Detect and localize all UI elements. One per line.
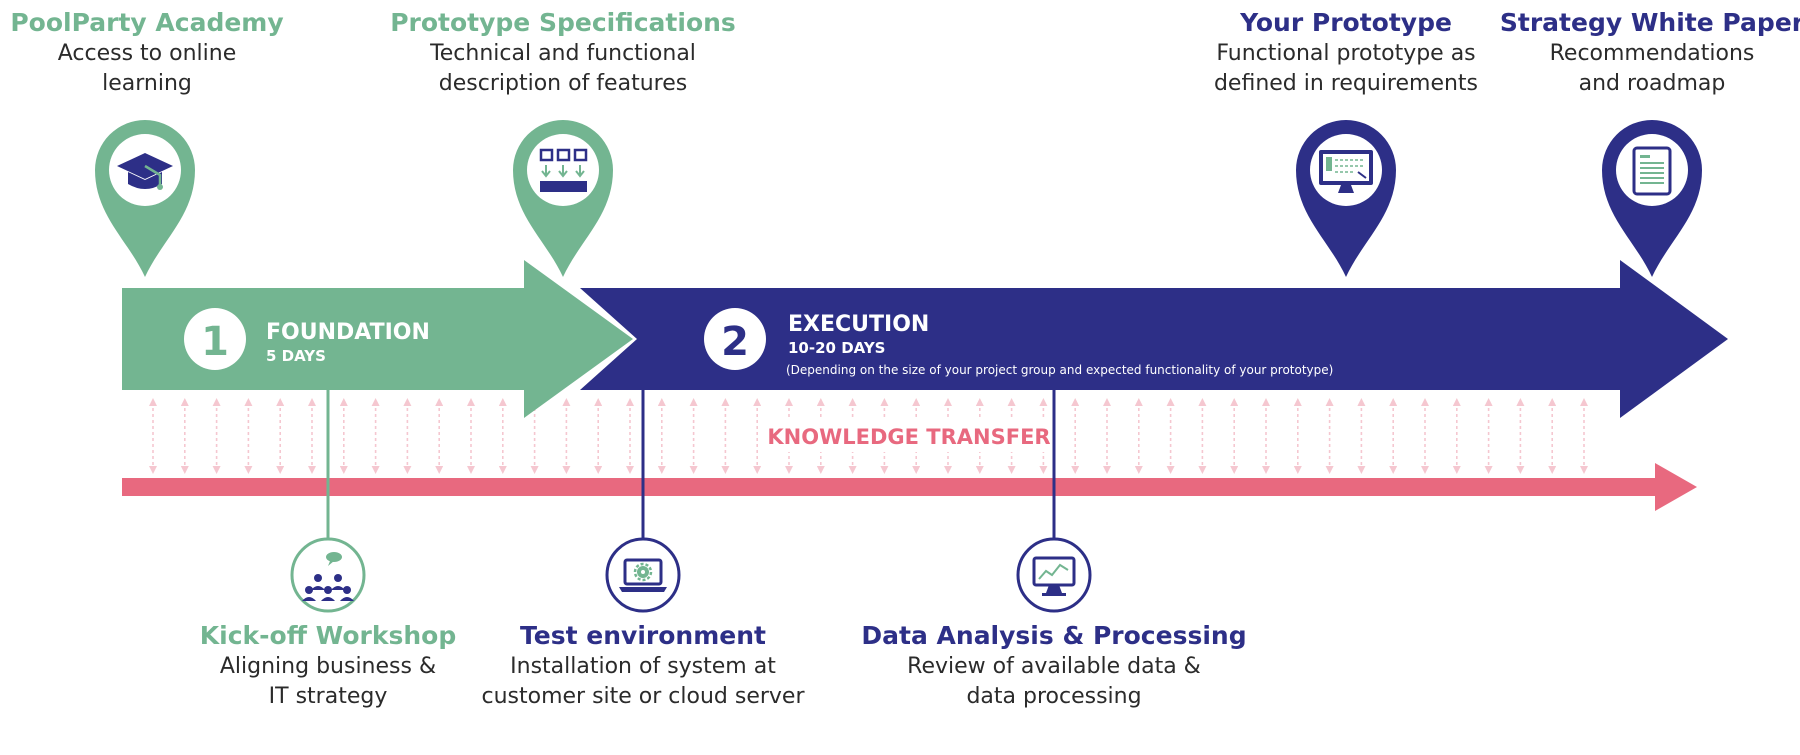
milestone-desc-line: defined in requirements [1213,71,1479,96]
phase-2-duration: 10-20 DAYS [788,339,886,357]
milestone-title: Data Analysis & Processing [861,621,1247,650]
pin-your-prototype [1296,120,1396,277]
milestone-desc-line: Technical and functional [430,41,696,66]
knowledge-transfer-timeline [122,463,1697,511]
phase-1-badge [184,308,246,370]
milestone-title: Your Prototype [1240,8,1452,37]
milestone-desc-line: customer site or cloud server [481,684,805,709]
workshop-group-icon [302,552,354,601]
milestone-data-analysis: Data Analysis & Processing Review of ava… [861,620,1246,712]
milestone-desc-line: Functional prototype as [1216,41,1476,66]
monitor-prototype-icon [1319,150,1373,193]
milestone-desc-line: description of features [438,71,688,96]
feature-blocks-icon [539,148,588,192]
milestone-desc-line: Review of available data & [907,654,1201,679]
document-icon [1632,146,1672,196]
graduation-cap-icon [117,153,173,190]
phase-foundation-arrow [122,260,633,418]
milestone-desc-line: and roadmap [1578,71,1726,96]
pin-strategy-white-paper [1602,120,1702,277]
knowledge-transfer-label: KNOWLEDGE TRANSFER [767,425,1050,449]
milestone-desc-line: IT strategy [268,684,388,709]
phase-execution-arrow [580,260,1728,418]
milestone-desc-line: Aligning business & [219,654,437,679]
milestone-title: Kick-off Workshop [199,621,457,650]
milestone-desc-line: Recommendations [1549,41,1755,66]
phase-2-name: EXECUTION [788,312,929,337]
milestone-kickoff-workshop: Kick-off Workshop Aligning business & IT… [200,620,456,712]
knowledge-transfer-arrows [149,398,1588,474]
pin-poolparty-academy [95,120,195,277]
milestone-desc-line: Installation of system at [510,654,776,679]
phase-1-duration: 5 DAYS [266,347,326,365]
milestone-prototype-specifications: Prototype Specifications Technical and f… [390,7,736,99]
milestone-title: Test environment [520,621,766,650]
milestone-your-prototype: Your Prototype Functional prototype as d… [1214,7,1478,99]
phase-2-note: (Depending on the size of your project g… [786,363,1333,377]
milestone-title: PoolParty Academy [10,8,284,37]
bottom-circle-kickoff [290,537,366,613]
bottom-circle-data-analysis [1016,537,1092,613]
phase-1-name: FOUNDATION [266,320,430,345]
milestone-test-environment: Test environment Installation of system … [481,620,804,712]
monitor-chart-icon [1032,556,1076,596]
milestone-desc-line: data processing [966,684,1142,709]
laptop-gear-icon [619,558,667,592]
pin-prototype-specifications [513,120,613,277]
milestone-desc-line: Access to online [57,41,237,66]
milestone-strategy-white-paper: Strategy White Paper Recommendations and… [1500,7,1800,99]
phase-2-number: 2 [721,319,749,365]
milestone-poolparty-academy: PoolParty Academy Access to online learn… [10,7,283,99]
phase-2-badge [704,308,766,370]
bottom-circle-test-environment [605,537,681,613]
milestone-title: Strategy White Paper [1499,8,1800,37]
milestone-title: Prototype Specifications [390,8,736,37]
phase-1-number: 1 [201,319,229,365]
milestone-desc-line: learning [102,71,192,96]
